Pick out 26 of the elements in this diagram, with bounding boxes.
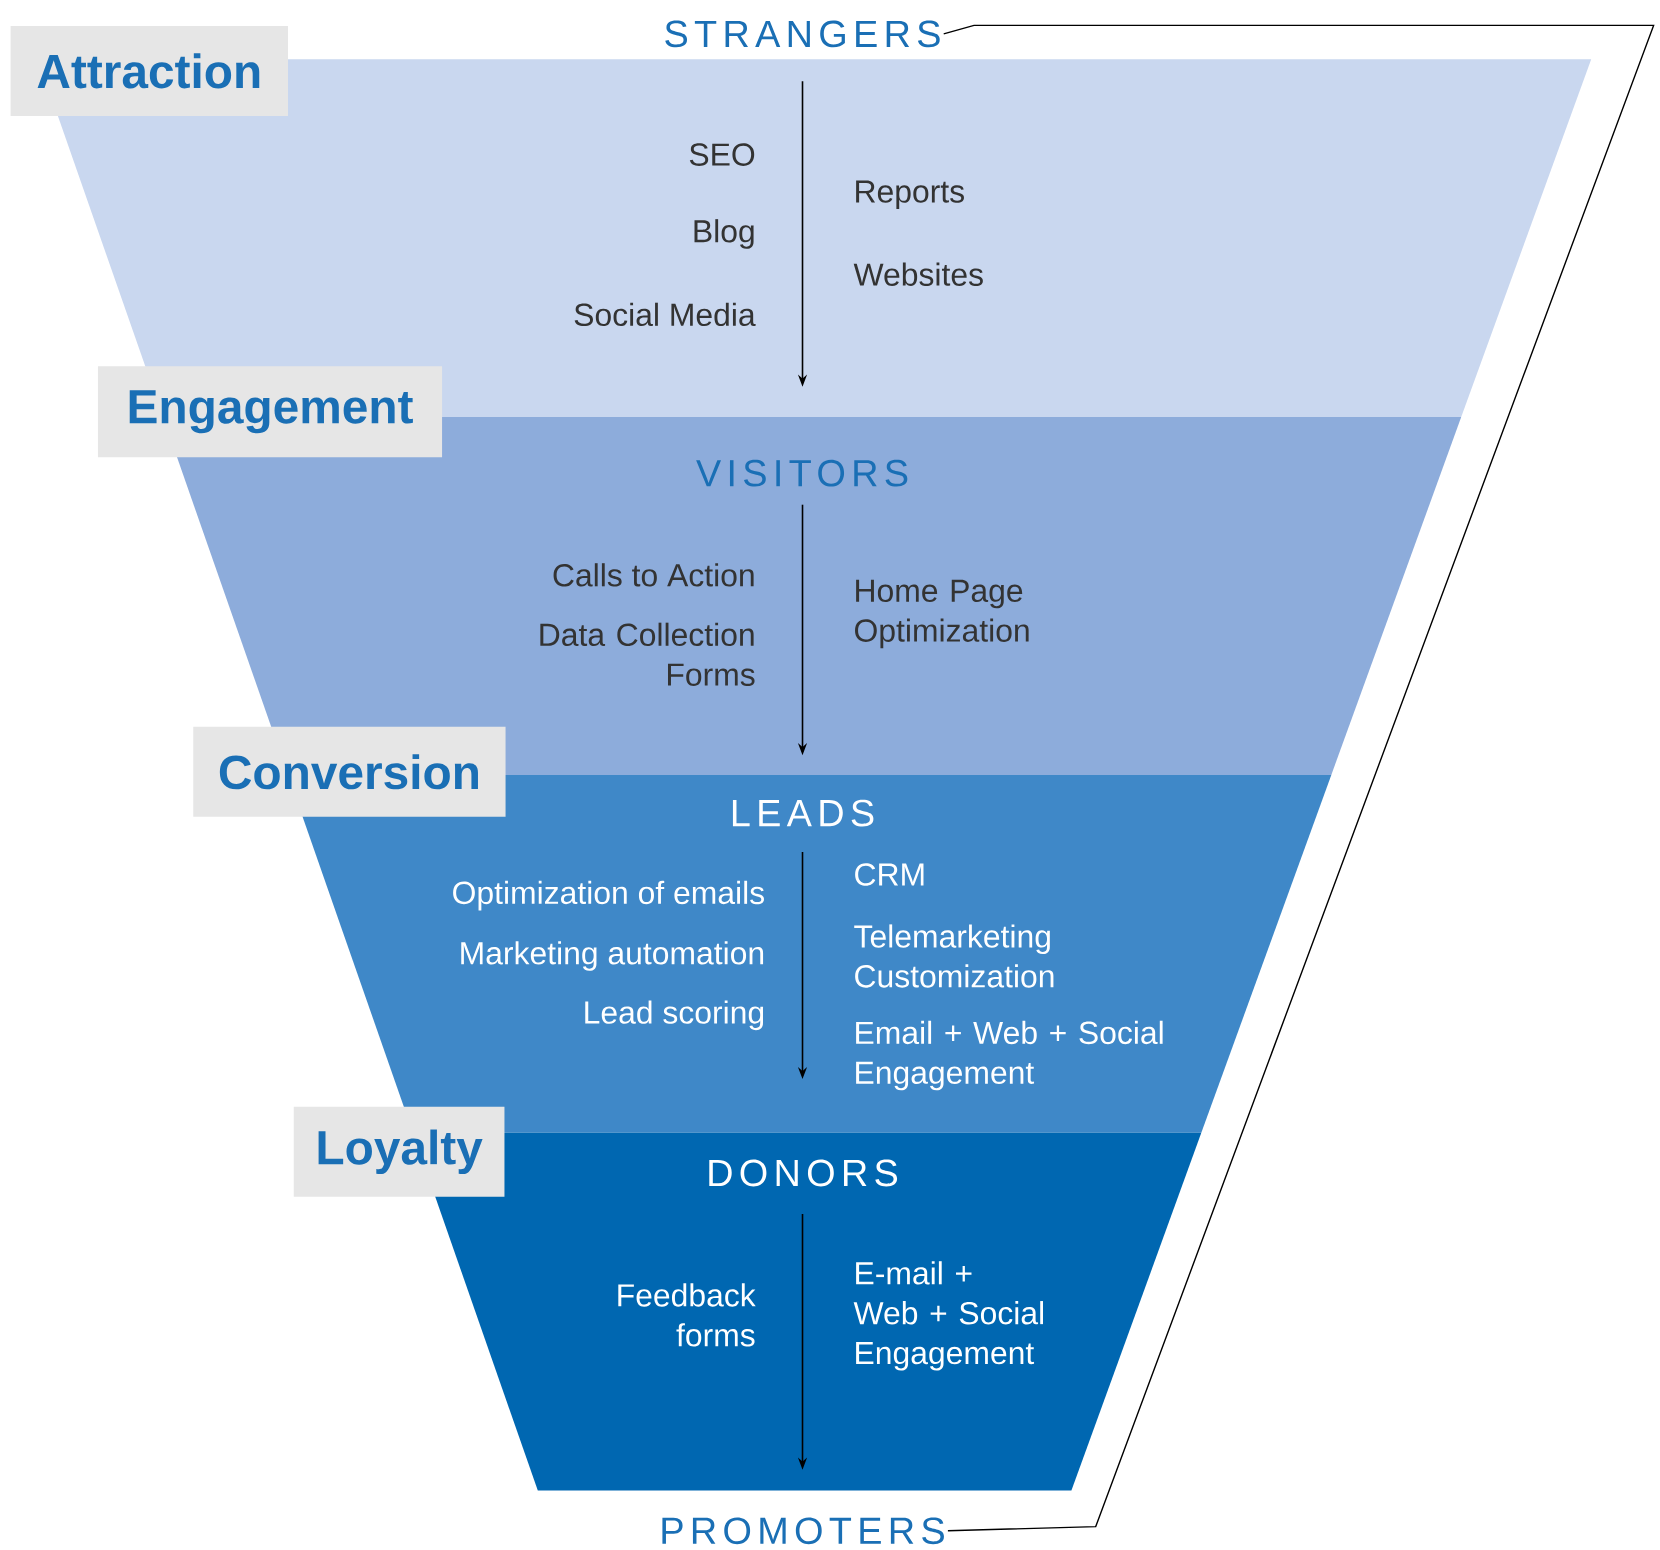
tool-label: Reports xyxy=(856,180,964,210)
stage-heading: STRANGERS xyxy=(665,20,940,48)
tool-label: Email + Web + Social Engagement xyxy=(856,1020,1163,1091)
stage-heading: LEADS xyxy=(732,799,874,827)
tool-label: Home Page Optimization xyxy=(855,579,1029,649)
stage-label: Conversion xyxy=(193,726,506,817)
tool-label: E-mail + Web + Social Engagement xyxy=(853,1261,1043,1371)
tool-label: Telemarketing Customization xyxy=(854,924,1054,988)
stage-heading: PROMOTERS xyxy=(662,1517,944,1545)
stage-heading: DONORS xyxy=(709,1159,898,1187)
tool-label: Websites xyxy=(853,262,983,286)
bracket-line xyxy=(943,24,1655,1532)
stage-label: Attraction xyxy=(10,25,288,116)
stage-label: Loyalty xyxy=(293,1106,505,1197)
tool-label: Feedback forms xyxy=(618,1283,756,1347)
tool-label: Social Media xyxy=(574,302,756,327)
tool-label: Data Collection Forms xyxy=(540,622,755,686)
tool-label: SEO xyxy=(689,143,755,166)
tool-label: Blog xyxy=(694,219,754,249)
tool-label: CRM xyxy=(855,863,924,886)
stage-heading: VISITORS xyxy=(696,459,908,487)
tool-label: Marketing automation xyxy=(461,941,764,971)
tool-label: Optimization of emails xyxy=(453,880,764,911)
tool-label: Lead scoring xyxy=(585,1000,764,1031)
stage-label: Engagement xyxy=(97,366,443,458)
tool-label: Calls to Action xyxy=(553,563,754,587)
